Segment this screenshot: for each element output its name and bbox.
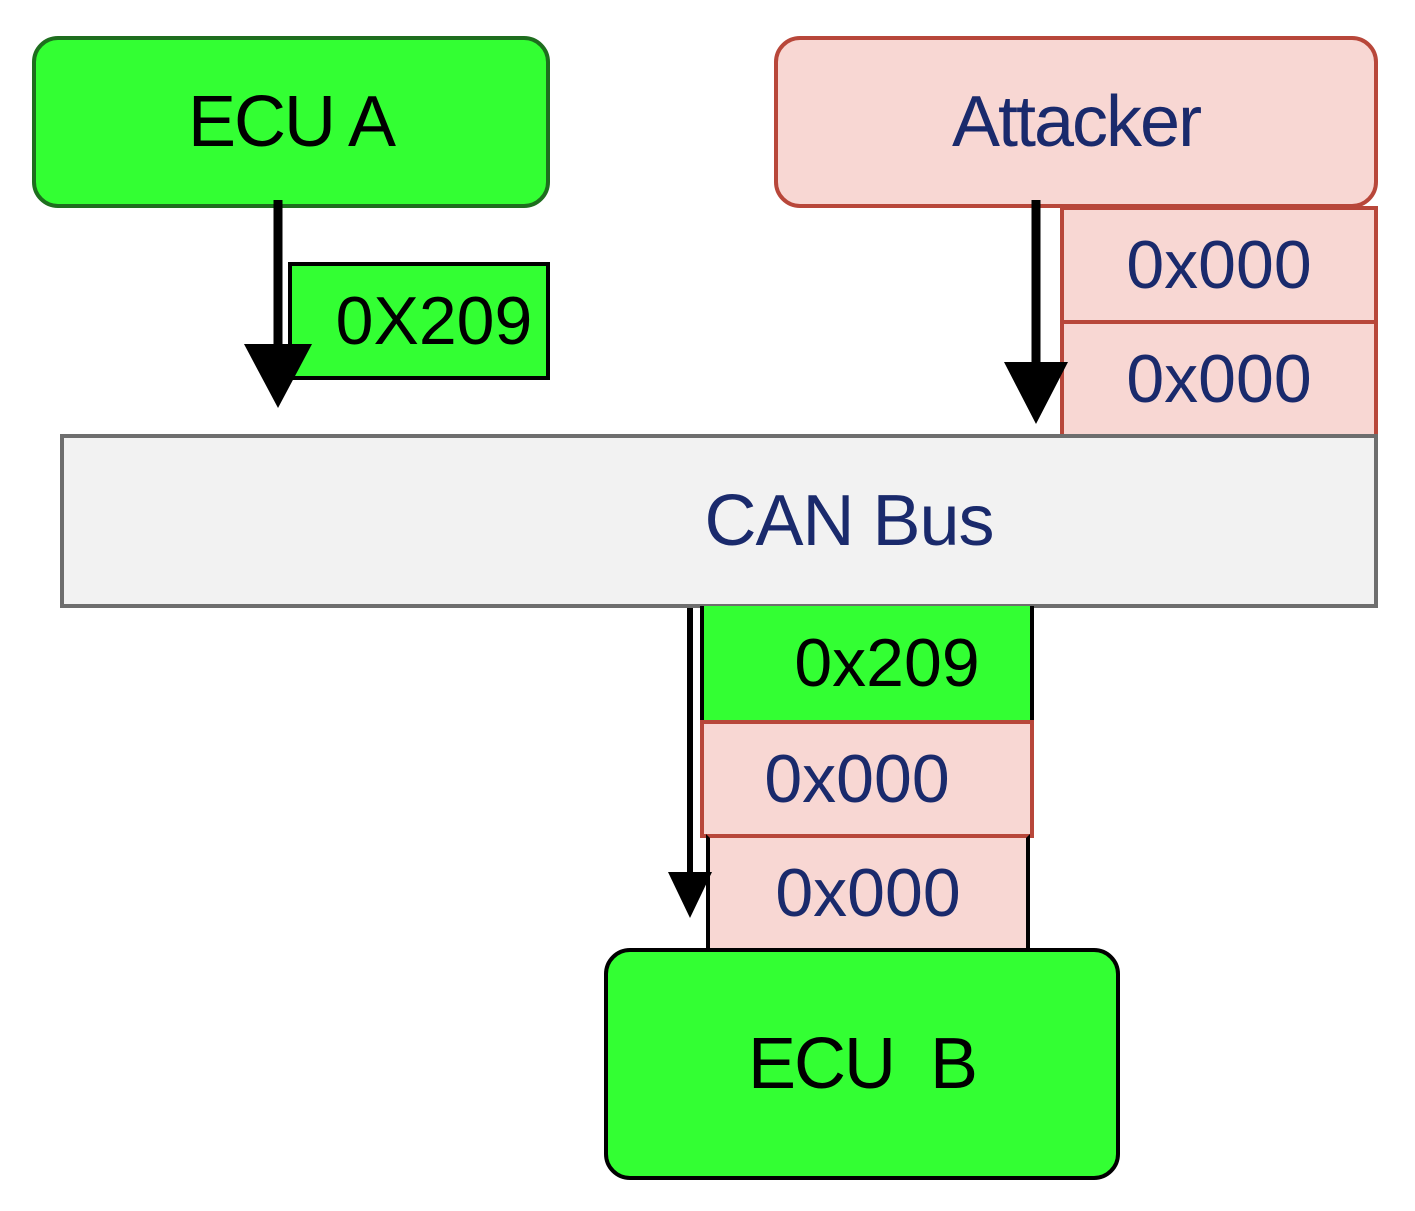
ecu-a-arrow-head	[244, 344, 312, 408]
attacker-frame-2-label: 0x000	[1126, 341, 1312, 417]
ecu-b-frame-3: 0x000	[706, 834, 1030, 952]
ecu-a-frame: 0X209	[288, 262, 550, 380]
attacker-label: Attacker	[951, 82, 1202, 162]
bus-arrow-head	[668, 872, 712, 918]
ecu-b-label: ECU B	[747, 1024, 978, 1104]
attacker-node: Attacker	[774, 36, 1378, 208]
attacker-frame-2: 0x000	[1060, 320, 1378, 438]
ecu-b-frame-3-label: 0x000	[775, 855, 961, 931]
attacker-frame-1-label: 0x000	[1126, 227, 1312, 303]
attacker-arrow-head	[1004, 362, 1068, 424]
ecu-b-frame-2: 0x000	[700, 720, 1034, 838]
ecu-a-frame-label: 0X209	[335, 283, 533, 359]
ecu-a-label: ECU A	[187, 82, 396, 162]
ecu-b-frame-1: 0x209	[700, 606, 1034, 724]
ecu-a-node: ECU A	[32, 36, 550, 208]
can-bus: CAN Bus	[60, 434, 1378, 608]
ecu-b-frame-1-label: 0x209	[794, 625, 980, 701]
ecu-b-node: ECU B	[604, 948, 1120, 1180]
ecu-b-frame-2-label: 0x000	[764, 741, 950, 817]
can-bus-label: CAN Bus	[704, 481, 994, 561]
attacker-frame-1: 0x000	[1060, 206, 1378, 324]
